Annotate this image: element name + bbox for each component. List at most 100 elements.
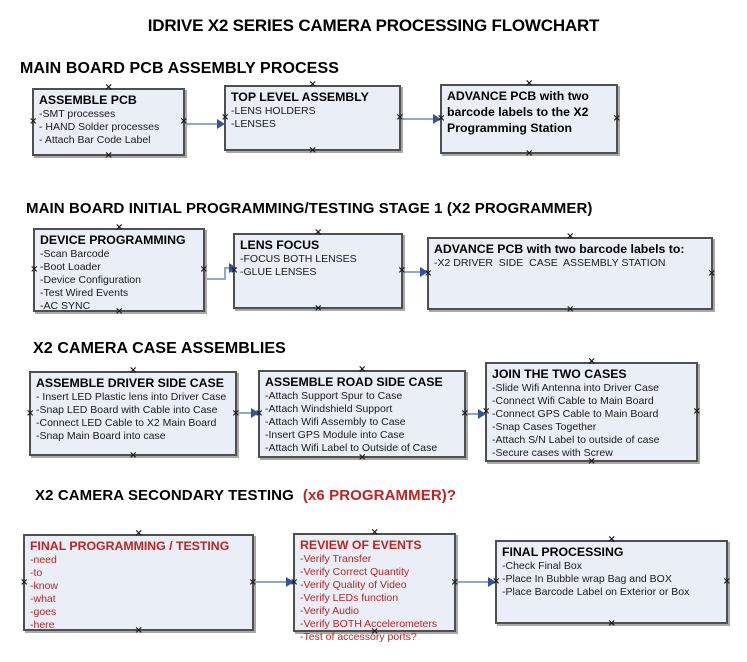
box-item: -Attach Support Spur to Case [265, 390, 403, 402]
box-title: JOIN THE TWO CASES [492, 367, 627, 381]
anchor-x-icon: × [722, 576, 731, 587]
box-item: -Secure cases with Screw [492, 447, 613, 459]
anchor-x-icon: × [566, 304, 575, 315]
box-item: -Boot Loader [40, 261, 101, 273]
anchor-x-icon: × [179, 116, 188, 127]
box-items: -SMT processes- HAND Solder processes- A… [39, 108, 179, 147]
anchor-x-icon: × [707, 267, 716, 279]
box-item: -Attach Wifi Assembly to Case [265, 416, 406, 428]
box-title: ASSEMBLE DRIVER SIDE CASE [36, 376, 224, 390]
box-final-processing: FINAL PROCESSING -Check Final Box-Place … [492, 535, 731, 629]
section-heading-pcb-assembly: MAIN BOARD PCB ASSEMBLY PROCESS [20, 60, 339, 77]
box-item: -Connect LED Cable to X2 Main Board [36, 417, 217, 429]
section-heading-secondary-testing: X2 CAMERA SECONDARY TESTING(x6 PROGRAMME… [35, 487, 456, 504]
connector-arrow-2 [401, 114, 441, 124]
connector-arrow-8 [456, 577, 496, 587]
box-item: -Snap LED Board with Cable into Case [36, 404, 218, 416]
box-item: -Verify LEDs function [300, 592, 399, 604]
box-item: -AC SYNC [40, 300, 91, 312]
box-item: -Insert GPS Module into Case [265, 429, 405, 441]
box-item: -goes [30, 606, 57, 618]
box-item: -Device Configuration [40, 274, 141, 286]
anchor-x-icon: × [129, 450, 138, 461]
anchor-x-icon: × [30, 264, 39, 275]
box-item: -Verify BOTH Accelerometers [300, 618, 438, 630]
box-item: -Test Wired Events [40, 287, 129, 299]
connector-arrow-4 [403, 267, 428, 277]
box-title: FINAL PROCESSING [502, 545, 624, 559]
box-item: -what [30, 593, 56, 605]
box-items: -Scan Barcode-Boot Loader-Device Configu… [40, 248, 199, 313]
anchor-x-icon: × [308, 145, 317, 156]
box-item: -SMT processes [39, 108, 116, 120]
box-title: ASSEMBLE PCB [39, 93, 137, 107]
box-item: -Verify Correct Quantity [300, 566, 410, 578]
box-item: -Check Final Box [502, 560, 582, 572]
connector-elbow-segment [205, 278, 226, 280]
box-items: - Insert LED Plastic lens into Driver Ca… [36, 391, 231, 443]
box-item: -Verify Audio [300, 605, 359, 617]
box-items: -FOCUS BOTH LENSES-GLUE LENSES [240, 253, 397, 279]
anchor-x-icon: × [525, 148, 534, 159]
box-item: -GLUE LENSES [240, 266, 317, 278]
box-title: REVIEW OF EVENTS [300, 538, 422, 552]
box-item: -Snap Main Board into case [36, 430, 166, 442]
box-final-programming-testing: FINAL PROGRAMMING / TESTING -need-to-kno… [20, 529, 257, 636]
anchor-x-icon: × [612, 113, 621, 124]
box-item: -Connect GPS Cable to Main Board [492, 408, 659, 420]
box-item: -Connect Wifi Cable to Main Board [492, 395, 654, 407]
box-item: -Place In Bubble wrap Bag and BOX [502, 573, 672, 585]
box-top-level-assembly: TOP LEVEL ASSEMBLY -LENS HOLDERS-LENSES … [221, 80, 404, 156]
box-item: -FOCUS BOTH LENSES [240, 253, 357, 265]
box-device-programming: DEVICE PROGRAMMING -Scan Barcode-Boot Lo… [30, 223, 208, 317]
box-advance-pcb-programming-station: ADVANCE PCB with two barcode labels to t… [437, 79, 621, 159]
anchor-x-icon: × [104, 150, 113, 161]
box-review-of-events: REVIEW OF EVENTS -Verify Transfer-Verify… [290, 528, 459, 644]
anchor-x-icon: × [20, 576, 29, 588]
box-item: -Attach Wifi Label to Outside of Case [265, 442, 438, 454]
anchor-x-icon: × [314, 303, 323, 314]
box-join-the-two-cases: JOIN THE TWO CASES -Slide Wifi Antenna i… [482, 357, 701, 467]
box-title: ASSEMBLE ROAD SIDE CASE [265, 375, 443, 389]
box-items: -need-to-know-what-goes-here [30, 554, 248, 632]
box-item: -Scan Barcode [40, 248, 110, 260]
box-item: - Attach Bar Code Label [39, 134, 151, 146]
box-items: -Verify Transfer-Verify Correct Quantity… [300, 553, 450, 644]
box-title: ADVANCE PCB with two barcode labels to t… [447, 89, 589, 135]
box-item: -X2 DRIVER SIDE CASE ASSEMBLY STATION [434, 257, 666, 269]
anchor-x-icon: × [26, 407, 35, 419]
box-item: -need [30, 554, 57, 566]
box-item: - HAND Solder processes [39, 121, 160, 133]
box-assemble-road-side-case: ASSEMBLE ROAD SIDE CASE -Attach Support … [255, 365, 469, 463]
box-item: -here [30, 619, 55, 631]
box-lens-focus: LENS FOCUS -FOCUS BOTH LENSES-GLUE LENSE… [230, 228, 406, 314]
box-item: - Insert LED Plastic lens into Driver Ca… [36, 391, 227, 403]
box-title: LENS FOCUS [240, 238, 320, 252]
section-heading-case-assemblies: X2 CAMERA CASE ASSEMBLIES [33, 340, 286, 357]
box-items: -LENS HOLDERS-LENSES [231, 105, 395, 131]
section-heading-red-part: (x6 PROGRAMMER)? [302, 487, 457, 504]
box-assemble-driver-side-case: ASSEMBLE DRIVER SIDE CASE - Insert LED P… [26, 366, 240, 461]
anchor-x-icon: × [692, 406, 701, 417]
box-item: -Attach S/N Label to outside of case [492, 434, 660, 446]
connector-arrow-1 [185, 119, 225, 129]
box-advance-pcb-driver-side: ADVANCE PCB with two barcode labels to: … [424, 232, 716, 315]
box-item: -know [30, 580, 59, 592]
box-item: -LENSES [231, 118, 276, 130]
box-title: ADVANCE PCB with two barcode labels to: [434, 242, 685, 256]
box-item: -Place Barcode Label on Exterior or Box [502, 586, 690, 598]
box-item: -Slide Wifi Antenna into Driver Case [492, 382, 659, 394]
connector-arrow-6 [466, 409, 486, 419]
box-title: TOP LEVEL ASSEMBLY [231, 90, 369, 104]
box-item: -to [30, 567, 43, 579]
box-item: -Verify Quality of Video [300, 579, 407, 591]
box-item: -Test of accessory ports? [300, 631, 417, 643]
box-items: -X2 DRIVER SIDE CASE ASSEMBLY STATION [434, 257, 707, 270]
anchor-x-icon: × [29, 116, 38, 127]
box-assemble-pcb: ASSEMBLE PCB -SMT processes- HAND Solder… [29, 83, 188, 161]
anchor-x-icon: × [199, 264, 208, 275]
box-item: -LENS HOLDERS [231, 105, 316, 117]
section-heading-initial-programming: MAIN BOARD INITIAL PROGRAMMING/TESTING S… [26, 200, 593, 217]
connector-arrow-3 [224, 263, 237, 273]
